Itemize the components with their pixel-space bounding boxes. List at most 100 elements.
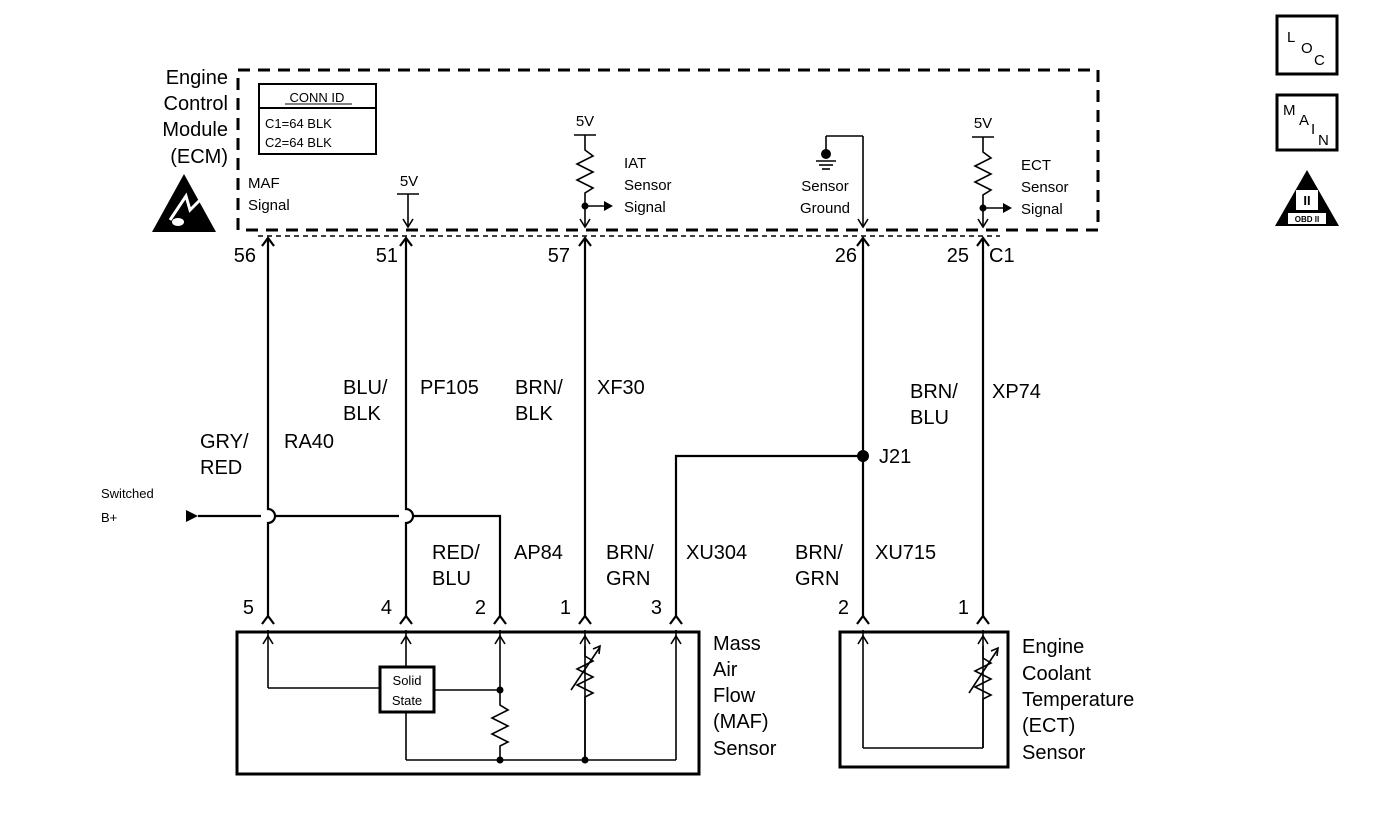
wire-color-brn-grn-4: GRN: [795, 568, 839, 590]
ect-title-line-1: Engine: [1022, 636, 1084, 658]
maf-title-line-5: Sensor: [713, 738, 777, 760]
iat-label-2: Sensor: [624, 177, 672, 194]
wire-circuit-xu304: XU304: [686, 542, 747, 564]
ect-pin-2: 2: [838, 597, 849, 619]
splice-j21-dot: [857, 450, 869, 462]
ect-pullup-resistor: [973, 137, 993, 227]
ecm-pin-56: 56: [234, 245, 256, 267]
solid-state-label-1: Solid: [393, 673, 422, 688]
ecm-connector-c1: C1: [989, 245, 1015, 267]
wire-circuit-xf30: XF30: [597, 377, 645, 399]
obd-ii-icon: II OBD II: [1275, 170, 1339, 226]
iat-label-1: IAT: [624, 155, 646, 172]
wire-blu-blk: [404, 240, 415, 616]
maf-sensor-block: Solid State Mass Air Flow (MAF) Sensor: [235, 630, 777, 776]
ect-title-line-5: Sensor: [1022, 742, 1086, 764]
ect-sensor-box: [838, 630, 1010, 769]
conn-id-row-1: C1=64 BLK: [265, 116, 332, 131]
svg-text:M: M: [1283, 102, 1296, 119]
maf-pin-5: 5: [243, 597, 254, 619]
ecm-pin-51: 51: [376, 245, 398, 267]
wire-color-red-blu-2: BLU: [432, 568, 471, 590]
wire-circuit-ap84: AP84: [514, 542, 563, 564]
esd-warning-icon: [152, 174, 216, 232]
maf-sensor-box: [235, 630, 701, 776]
iat-pullup-resistor: [575, 135, 595, 227]
wire-color-gry-red-2: RED: [200, 457, 242, 479]
wire-color-brn-blk-1: BRN/: [515, 377, 563, 399]
svg-text:C: C: [1314, 52, 1325, 69]
five-v-label-57: 5V: [576, 113, 594, 130]
svg-text:I: I: [1311, 121, 1315, 138]
wire-color-brn-grn-3: BRN/: [795, 542, 843, 564]
ecm-block: Engine Control Module (ECM) CONN ID C1=6…: [152, 67, 1100, 237]
sensor-ground-label-1: Sensor: [801, 178, 849, 195]
five-v-label-51: 5V: [400, 173, 418, 190]
ect-pin-1: 1: [958, 597, 969, 619]
maf-signal-label-1: MAF: [248, 175, 280, 192]
ect-title-line-2: Coolant: [1022, 663, 1091, 685]
ecm-title-line-3: Module: [162, 119, 228, 141]
main-icon: M A I N: [1275, 93, 1339, 152]
maf-title-line-3: Flow: [713, 685, 756, 707]
svg-text:A: A: [1299, 112, 1309, 129]
conn-id-box: CONN ID C1=64 BLK C2=64 BLK: [258, 83, 377, 155]
svg-text:OBD II: OBD II: [1295, 215, 1319, 224]
maf-title-line-4: (MAF): [713, 711, 769, 733]
switched-b-plus: [186, 510, 502, 616]
ect-label-2: Sensor: [1021, 179, 1069, 196]
wire-color-red-blu-1: RED/: [432, 542, 480, 564]
ect-label-1: ECT: [1021, 157, 1051, 174]
wire-color-brn-blk-2: BLK: [515, 403, 553, 425]
maf-signal-label-2: Signal: [248, 197, 290, 214]
ecm-pin-25: 25: [947, 245, 969, 267]
five-v-label-25: 5V: [974, 115, 992, 132]
iat-thermistor: [575, 646, 595, 760]
wire-circuit-xp74: XP74: [992, 381, 1041, 403]
wire-color-blu-blk-1: BLU/: [343, 377, 388, 399]
svg-text:L: L: [1287, 29, 1295, 46]
svg-text:II: II: [1303, 193, 1310, 208]
maf-pin-2: 2: [475, 597, 486, 619]
ecm-title-line-1: Engine: [166, 67, 228, 89]
wire-circuit-xu715: XU715: [875, 542, 936, 564]
ecm-pin-26: 26: [835, 245, 857, 267]
svg-text:N: N: [1318, 132, 1329, 149]
wire-gry-red: [266, 240, 277, 616]
ect-title-line-3: Temperature: [1022, 689, 1134, 711]
sensor-ground-icon: [816, 135, 869, 229]
wire-brn-grn-maf: [674, 454, 863, 616]
switched-b-plus-label-1: Switched: [101, 486, 154, 501]
loc-icon: L O C: [1275, 14, 1339, 76]
ect-thermistor: [973, 646, 993, 748]
ecm-pin-57: 57: [548, 245, 570, 267]
conn-id-row-2: C2=64 BLK: [265, 135, 332, 150]
svg-text:O: O: [1301, 40, 1313, 57]
sensor-ground-label-2: Ground: [800, 200, 850, 217]
wire-color-brn-grn-2: GRN: [606, 568, 650, 590]
wire-color-brn-blu-2: BLU: [910, 407, 949, 429]
solid-state-label-2: State: [392, 693, 422, 708]
maf-pin-1: 1: [560, 597, 571, 619]
ect-title-line-4: (ECT): [1022, 715, 1075, 737]
maf-pin-4: 4: [381, 597, 392, 619]
switched-b-plus-label-2: B+: [101, 510, 117, 525]
wire-circuit-pf105: PF105: [420, 377, 479, 399]
maf-internal-resistor: [490, 690, 510, 760]
ecm-title-line-2: Control: [164, 93, 228, 115]
maf-title-line-1: Mass: [713, 633, 761, 655]
conn-id-header: CONN ID: [290, 90, 345, 105]
wire-color-brn-grn-1: BRN/: [606, 542, 654, 564]
ecm-title-line-4: (ECM): [170, 146, 228, 168]
wires: [186, 236, 990, 625]
ect-label-3: Signal: [1021, 201, 1063, 218]
ect-sensor-block: Engine Coolant Temperature (ECT) Sensor: [838, 630, 1134, 769]
maf-title-line-2: Air: [713, 659, 738, 681]
iat-label-3: Signal: [624, 199, 666, 216]
splice-j21-label: J21: [879, 446, 911, 468]
wire-color-gry-red-1: GRY/: [200, 431, 249, 453]
wire-circuit-ra40: RA40: [284, 431, 334, 453]
maf-pin-3: 3: [651, 597, 662, 619]
wire-color-brn-blu-1: BRN/: [910, 381, 958, 403]
